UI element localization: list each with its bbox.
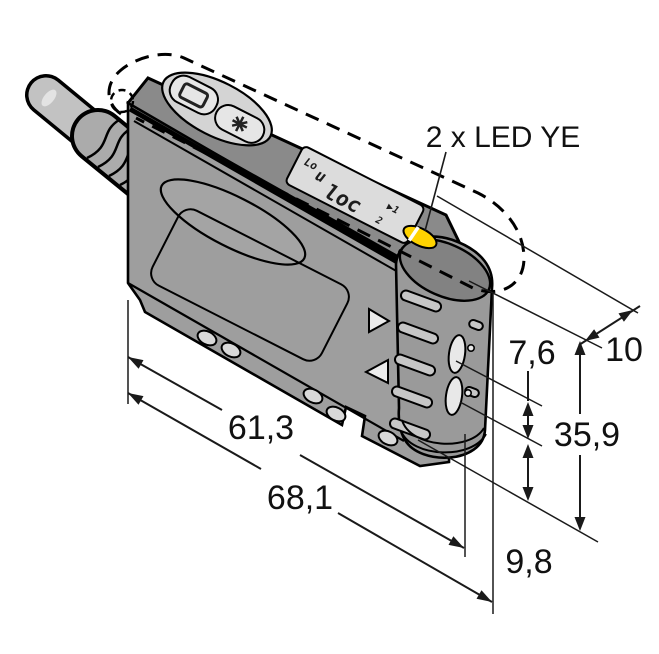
triangle-mark-lower-icon bbox=[363, 358, 389, 385]
dim-label-depth: 10 bbox=[605, 331, 643, 369]
dim-depth: 10 bbox=[578, 305, 643, 369]
cap-bottom-rim-2 bbox=[400, 430, 487, 454]
cover-outline bbox=[107, 52, 526, 294]
led-callout: 2 x LED YE bbox=[424, 121, 581, 232]
button-cluster bbox=[161, 71, 273, 147]
dimension-annotations: 61,3 68,1 7,6 9,8 bbox=[127, 121, 643, 614]
yellow-led-icon bbox=[402, 224, 438, 250]
top-controls: Lo u loc ▶1 2 bbox=[161, 71, 438, 250]
led-callout-label: 2 x LED YE bbox=[426, 121, 581, 154]
clamp-separator-line bbox=[127, 282, 405, 442]
asterisk-icon bbox=[231, 116, 248, 132]
led-divider bbox=[407, 226, 420, 242]
dim-label-bottom-offset: 9,8 bbox=[505, 543, 552, 581]
ext-depth-upper bbox=[436, 195, 639, 314]
ext-depth-lower bbox=[468, 280, 603, 349]
dim-label-overall-length: 68,1 bbox=[267, 479, 333, 517]
triangle-mark-upper-icon bbox=[368, 307, 392, 334]
dim-label-body-length: 61,3 bbox=[228, 409, 294, 447]
fiber-port-lower bbox=[444, 376, 464, 416]
dim-label-fiber-spacing: 7,6 bbox=[508, 334, 555, 372]
mode-button bbox=[168, 74, 219, 116]
lcd-marker-1: ▶1 bbox=[385, 202, 401, 217]
lcd-marker-2: 2 bbox=[373, 214, 384, 227]
dashed-cover-path bbox=[107, 52, 526, 294]
dim-overall-length: 68,1 bbox=[127, 392, 493, 603]
cap-bottom-rim-1 bbox=[401, 419, 485, 445]
lcd-display: Lo u loc ▶1 2 bbox=[285, 146, 425, 244]
end-cap bbox=[388, 235, 494, 459]
dim-label-height: 35,9 bbox=[554, 416, 620, 454]
cable-tip-highlight bbox=[41, 89, 57, 107]
molded-panel-outline bbox=[150, 208, 350, 362]
dim-bottom-offset: 9,8 bbox=[505, 444, 553, 581]
led-callout-leader bbox=[424, 151, 447, 232]
top-edge-line bbox=[128, 106, 450, 294]
display-button-icon bbox=[178, 82, 210, 109]
label-oval-recess bbox=[159, 178, 307, 266]
dim-height: 35,9 bbox=[554, 341, 620, 531]
dashed-cover-hook bbox=[109, 88, 135, 114]
dim-fiber-spacing: 7,6 bbox=[508, 334, 556, 439]
end-cap-slots bbox=[388, 289, 484, 441]
dim-body-length: 61,3 bbox=[127, 356, 465, 549]
leader-fiber-lower bbox=[459, 401, 543, 447]
ext-bottom-diagonal bbox=[417, 439, 599, 543]
lcd-text-small: Lo bbox=[302, 155, 320, 173]
led-pair bbox=[402, 224, 438, 250]
fiber-ports bbox=[444, 334, 475, 416]
clamp-holes bbox=[196, 329, 399, 447]
